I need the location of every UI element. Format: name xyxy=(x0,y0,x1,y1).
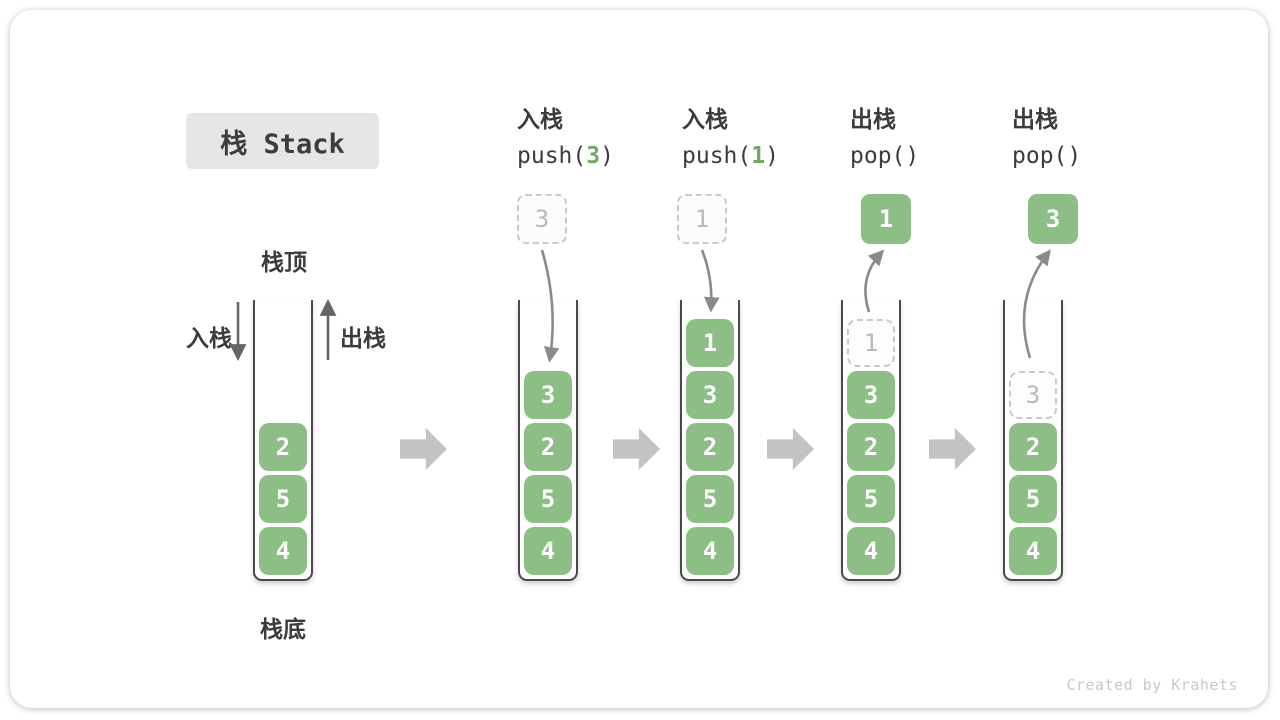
code-post: ) xyxy=(905,143,920,169)
stack-item: 3 xyxy=(847,371,895,419)
stack-item: 4 xyxy=(259,527,307,575)
stack-top-label: 栈顶 xyxy=(261,250,307,276)
stack-item: 2 xyxy=(259,423,307,471)
code-arg: 3 xyxy=(586,143,601,169)
operation-label-pop-3: 出栈 pop() xyxy=(1012,106,1182,171)
next-step-arrow-1 xyxy=(400,428,447,470)
float-value-push-3: 3 xyxy=(517,194,567,244)
code-pre: push( xyxy=(517,143,587,169)
operation-code: push(1) xyxy=(682,141,852,171)
stack-item: 2 xyxy=(524,423,572,471)
next-step-arrow-4 xyxy=(929,428,976,470)
stack-item: 5 xyxy=(847,475,895,523)
stack-item: 4 xyxy=(524,527,572,575)
operation-code: pop() xyxy=(1012,141,1182,171)
stack-item: 4 xyxy=(1009,527,1057,575)
float-value-pop-1: 1 xyxy=(861,194,911,244)
next-step-arrow-2 xyxy=(613,428,660,470)
operation-action: 入栈 xyxy=(682,107,728,133)
float-value-push-1: 1 xyxy=(677,194,727,244)
float-value-pop-3: 3 xyxy=(1028,194,1078,244)
stack-item: 3 xyxy=(686,371,734,419)
stack-item: 5 xyxy=(259,475,307,523)
watermark: Created by Krahets xyxy=(1066,676,1238,694)
stack-bottom-label: 栈底 xyxy=(260,617,306,643)
operation-action: 出栈 xyxy=(850,107,896,133)
operation-code: pop() xyxy=(850,141,1020,171)
diagram-title: 栈 Stack xyxy=(186,113,379,169)
ghost-item: 3 xyxy=(1009,371,1057,419)
pop-side-label: 出栈 xyxy=(340,326,386,352)
next-step-arrow-3 xyxy=(767,428,814,470)
ghost-item: 1 xyxy=(847,319,895,367)
push-side-label: 入栈 xyxy=(186,326,232,352)
code-post: ) xyxy=(600,143,614,169)
stack-item: 3 xyxy=(524,371,572,419)
stack-item: 4 xyxy=(686,527,734,575)
operation-label-pop-1: 出栈 pop() xyxy=(850,106,1020,171)
code-pre: push( xyxy=(682,143,752,169)
stack-item: 2 xyxy=(847,423,895,471)
operation-action: 出栈 xyxy=(1012,107,1058,133)
code-post: ) xyxy=(765,143,779,169)
stack-item: 5 xyxy=(686,475,734,523)
code-pre: pop( xyxy=(850,143,906,169)
stack-item: 5 xyxy=(524,475,572,523)
stack-item: 2 xyxy=(686,423,734,471)
operation-label-push-3: 入栈 push(3) xyxy=(517,106,687,171)
stack-item: 2 xyxy=(1009,423,1057,471)
operation-action: 入栈 xyxy=(517,107,563,133)
stack-item: 5 xyxy=(1009,475,1057,523)
code-pre: pop( xyxy=(1012,143,1068,169)
stack-item: 1 xyxy=(686,319,734,367)
code-arg: 1 xyxy=(751,143,766,169)
operation-code: push(3) xyxy=(517,141,687,171)
code-post: ) xyxy=(1067,143,1082,169)
stack-item: 4 xyxy=(847,527,895,575)
operation-label-push-1: 入栈 push(1) xyxy=(682,106,852,171)
